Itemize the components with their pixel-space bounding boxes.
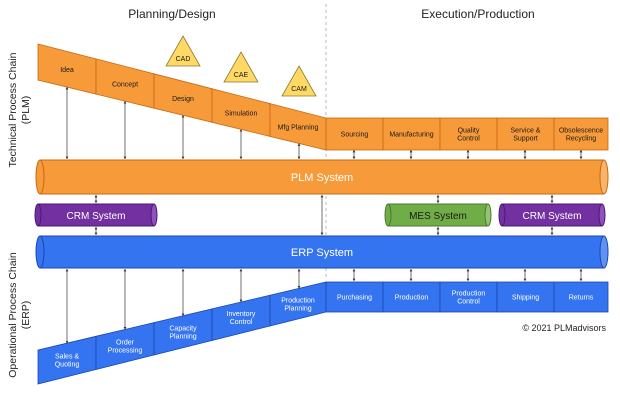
cae-tool-triangle: CAE bbox=[223, 51, 259, 83]
plm-chain-side-label: Technical Process Chain (PLM) bbox=[7, 52, 32, 167]
plm-step-simulation: Simulation bbox=[211, 88, 271, 137]
plm-step-service-support: Service &Support bbox=[496, 117, 555, 151]
erp-system-cylinder: ERP System bbox=[35, 235, 609, 269]
erp-chain-side-label-line1: Operational Process Chain bbox=[7, 252, 19, 378]
erp-step-shipping: Shipping bbox=[496, 281, 555, 313]
mes-system-cylinder: MES System bbox=[384, 203, 492, 227]
cae-tool-label: CAE bbox=[234, 72, 249, 79]
erp-chain-side-label: Operational Process Chain (ERP) bbox=[7, 252, 32, 378]
erp-step-label: Purchasing bbox=[337, 295, 372, 302]
crm-system-left-label: CRM System bbox=[67, 211, 126, 222]
cad-tool-label: CAD bbox=[176, 56, 191, 63]
crm-system-left-cylinder: CRM System bbox=[34, 203, 158, 227]
plm-step-mfg-planning: Mfg Planning bbox=[269, 103, 327, 151]
plm-system-cylinder: PLM System bbox=[35, 159, 609, 195]
plm-step-design: Design bbox=[153, 73, 213, 123]
plm-step-label: Design bbox=[172, 96, 194, 103]
erp-system-label: ERP System bbox=[291, 247, 353, 259]
cad-tool-triangle: CAD bbox=[165, 35, 201, 67]
planning-design-header: Planning/Design bbox=[128, 7, 215, 21]
execution-production-header: Execution/Production bbox=[421, 7, 534, 21]
erp-step-label: Production bbox=[395, 295, 429, 302]
plm-chain-side-label-line2: (PLM) bbox=[20, 96, 32, 125]
plm-step-label: Concept bbox=[112, 81, 138, 88]
crm-system-right-cylinder: CRM System bbox=[498, 203, 606, 227]
plm-step-manufacturing: Manufacturing bbox=[382, 117, 441, 151]
erp-step-label: Sales &Quoting bbox=[55, 353, 80, 368]
plm-step-label: Mfg Planning bbox=[278, 125, 319, 132]
erp-step-sales-quoting: Sales &Quoting bbox=[37, 335, 97, 385]
erp-chain-side-label-line2: (ERP) bbox=[20, 301, 32, 330]
erp-step-purchasing: Purchasing bbox=[325, 281, 384, 313]
plm-system-label: PLM System bbox=[291, 172, 353, 184]
erp-step-returns: Returns bbox=[553, 281, 609, 313]
plm-step-idea: Idea bbox=[37, 43, 97, 95]
copyright-notice: © 2021 PLMadvisors bbox=[522, 323, 606, 333]
plm-step-label: Sourcing bbox=[341, 132, 369, 139]
plm-step-label: Idea bbox=[60, 67, 74, 74]
mes-system-label: MES System bbox=[409, 211, 467, 222]
plm-step-concept: Concept bbox=[95, 58, 155, 109]
plm-tools: CAD CAE CAM bbox=[165, 35, 317, 97]
plm-step-sourcing: Sourcing bbox=[325, 117, 384, 151]
connector-arrows bbox=[65, 86, 583, 344]
cam-tool-label: CAM bbox=[291, 86, 307, 93]
cam-tool-triangle: CAM bbox=[281, 65, 317, 97]
plm-step-label: Service &Support bbox=[511, 128, 541, 143]
plm-step-label: Simulation bbox=[225, 110, 258, 117]
plm-step-label: Manufacturing bbox=[389, 132, 433, 139]
crm-system-right-label: CRM System bbox=[523, 211, 582, 222]
erp-step-label: Returns bbox=[569, 295, 594, 302]
plm-chain-side-label-line1: Technical Process Chain bbox=[7, 52, 19, 167]
erp-step-label: Shipping bbox=[512, 295, 539, 302]
erp-step-production: Production bbox=[382, 281, 441, 313]
